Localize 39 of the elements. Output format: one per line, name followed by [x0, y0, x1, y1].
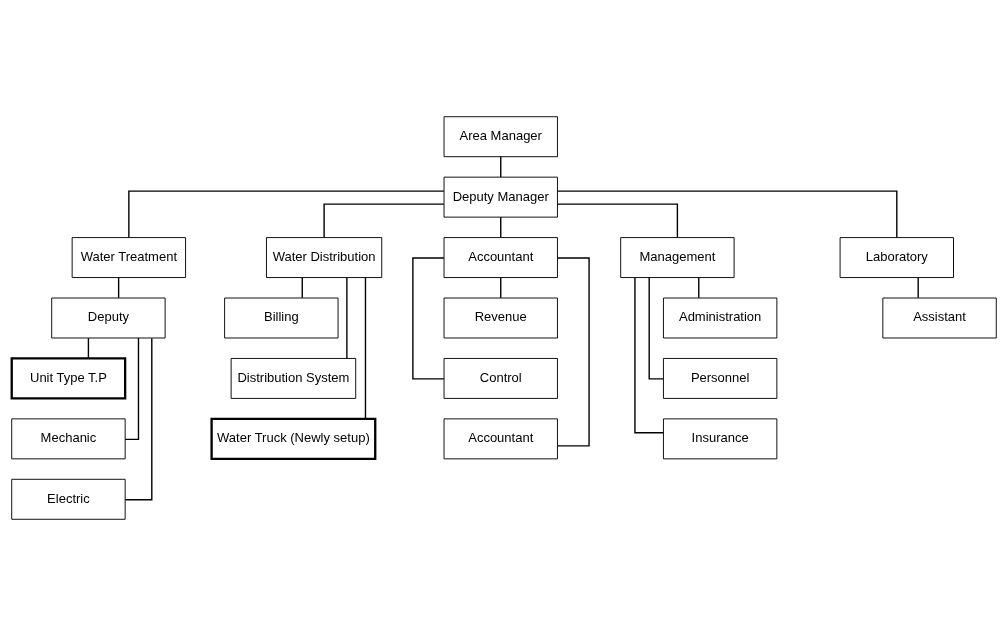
connector [364, 276, 367, 419]
node-box: Water Treatment [71, 236, 187, 278]
connector [556, 202, 679, 238]
connector [917, 276, 919, 298]
node-box: Administration [662, 297, 778, 338]
connector [346, 276, 348, 359]
node-box: Deputy Manager [443, 176, 558, 218]
node-box: Mechanic [11, 417, 126, 459]
connector [557, 256, 590, 447]
connector [500, 216, 502, 238]
node-box: Management [620, 236, 735, 278]
connector [556, 189, 898, 238]
node-box: Deputy [51, 297, 166, 338]
connector [117, 276, 120, 298]
node-box: Electric [11, 478, 126, 520]
connector [500, 155, 502, 178]
node-box: Laboratory [839, 236, 954, 278]
node-box: Insurance [662, 417, 778, 459]
node-box: Assistant [882, 297, 997, 338]
node-box: Water Distribution [266, 236, 383, 278]
connector [500, 276, 502, 298]
connector [634, 276, 664, 433]
node-box: Distribution System [230, 357, 357, 399]
connector [301, 276, 303, 298]
node-box: Accountant [443, 417, 558, 459]
connector [412, 256, 445, 380]
node-box: Billing [224, 297, 339, 338]
connector [323, 202, 445, 238]
node-box: Accountant [443, 236, 558, 278]
connector [128, 189, 445, 238]
node-box: Control [443, 357, 558, 399]
node-box: Revenue [443, 297, 558, 338]
node-box: Area Manager [443, 115, 558, 157]
node-box: Water Truck (Newly setup) [210, 417, 377, 460]
node-box: Personnel [662, 357, 778, 399]
node-box: Unit Type T.P [10, 356, 127, 400]
connector [87, 336, 90, 359]
connector [698, 276, 700, 298]
connector [124, 336, 153, 500]
